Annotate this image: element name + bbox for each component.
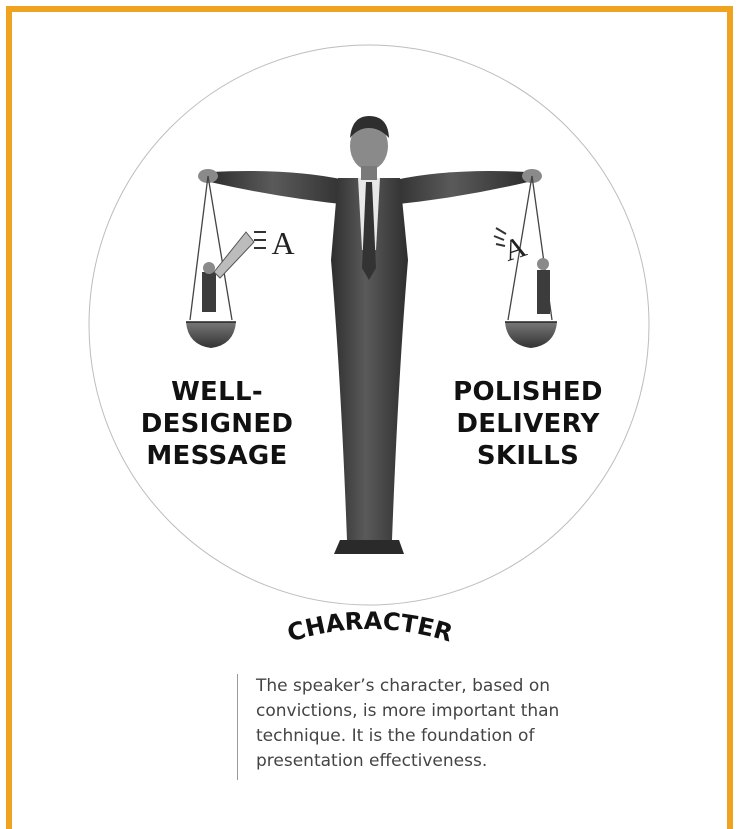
feet — [334, 540, 404, 554]
caption-line: technique. It is the foundation of — [256, 726, 535, 746]
right-label-line: SKILLS — [476, 441, 580, 471]
right-letter-icon: A — [500, 230, 531, 268]
caption-line: The speaker’s character, based on — [256, 676, 551, 696]
caption: The speaker’s character, based on convic… — [237, 674, 560, 780]
left-label-line: WELL- — [171, 377, 263, 407]
suit-body — [331, 178, 408, 540]
neck — [361, 166, 377, 180]
right-label-line: POLISHED — [453, 377, 603, 407]
left-letter-icon: A — [271, 225, 294, 261]
left-label-line: DESIGNED — [140, 409, 294, 439]
caption-line: presentation effectiveness. — [256, 751, 488, 771]
right-label-line: DELIVERY — [456, 409, 600, 439]
right-scale — [493, 175, 557, 348]
left-label-line: MESSAGE — [146, 441, 288, 471]
orange-frame — [6, 6, 733, 829]
tie — [362, 182, 376, 280]
foundation-circle — [88, 44, 650, 606]
hair — [350, 116, 389, 138]
caption-line: convictions, is more important than — [256, 701, 560, 721]
left-scale — [186, 175, 266, 348]
right-arm — [390, 171, 528, 205]
head — [350, 122, 388, 170]
left-label: WELL- DESIGNED MESSAGE — [117, 376, 317, 472]
character-label: CHARACTER — [284, 607, 456, 648]
right-label: POLISHED DELIVERY SKILLS — [428, 376, 628, 472]
left-arm — [210, 171, 350, 205]
